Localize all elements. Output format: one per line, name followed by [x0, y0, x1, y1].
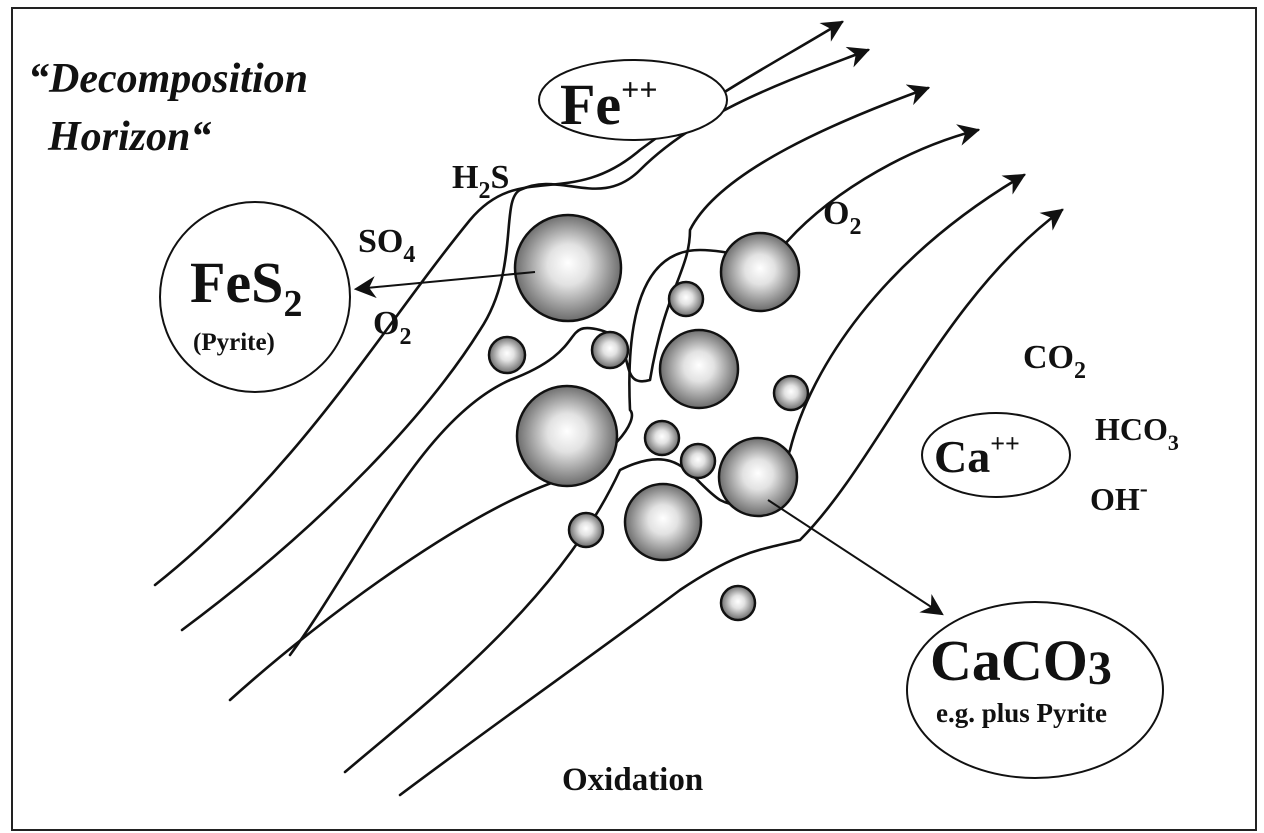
- o2-left-a: O: [373, 305, 399, 342]
- ca-label-group: Ca++: [921, 412, 1071, 498]
- ca-label: Ca++: [934, 429, 1020, 482]
- so4-label: SO4: [358, 223, 415, 268]
- sphere: [515, 384, 619, 488]
- sphere: [679, 442, 717, 480]
- pyrite-group: FeS2 (Pyrite): [159, 201, 351, 393]
- o2-upper-a: O: [823, 195, 849, 232]
- ca-sup: ++: [990, 429, 1020, 458]
- sphere: [567, 511, 605, 549]
- flow-line-3: [288, 84, 931, 657]
- co2-a: CO: [1023, 339, 1074, 376]
- co2-label: CO2: [1023, 339, 1086, 384]
- sphere: [487, 335, 527, 375]
- pyrite-label: (Pyrite): [193, 329, 275, 356]
- arrow-to-caco3: [767, 499, 944, 616]
- fe-label-group: Fe++: [538, 59, 728, 141]
- caco3-ellipse: [906, 601, 1164, 779]
- fe-sup: ++: [621, 71, 657, 107]
- sphere: [643, 419, 681, 457]
- o2-left-sub: 2: [399, 324, 411, 350]
- caco3-label: CaCO3: [930, 628, 1112, 695]
- spheres: [487, 213, 810, 622]
- ca-base: Ca: [934, 431, 990, 482]
- fe-base: Fe: [560, 72, 621, 137]
- oh-label: OH-: [1090, 476, 1148, 517]
- o2-upper-sub: 2: [849, 214, 861, 240]
- fes2-label: FeS2: [190, 250, 302, 325]
- sphere: [719, 584, 757, 622]
- caco3-group: CaCO3 e.g. plus Pyrite: [906, 601, 1164, 779]
- fe-label: Fe++: [560, 71, 658, 137]
- sphere: [590, 330, 630, 370]
- h2s-sub: 2: [478, 178, 490, 204]
- hco3-sub: 3: [1168, 430, 1179, 455]
- oh-sup: -: [1140, 476, 1148, 502]
- h2s-label: H2S: [452, 159, 509, 204]
- so4-sub: 4: [403, 242, 415, 268]
- hco3-label: HCO3: [1095, 411, 1179, 455]
- caco3-a: CaCO: [930, 628, 1088, 693]
- sphere: [772, 374, 810, 412]
- o2-upper-label: O2: [823, 195, 861, 240]
- caco3-sub: 3: [1088, 642, 1112, 695]
- oh-base: OH: [1090, 481, 1140, 517]
- co2-sub: 2: [1074, 358, 1086, 384]
- h2s-b: S: [490, 159, 509, 196]
- oxidation-label: Oxidation: [562, 762, 703, 798]
- h2s-a: H: [452, 159, 478, 196]
- flow-line-1: [153, 20, 844, 587]
- o2-left-label: O2: [373, 305, 411, 350]
- flow-line-5: [343, 173, 1026, 774]
- title-line-1: “Decomposition: [28, 56, 308, 102]
- so4-a: SO: [358, 223, 403, 260]
- sphere: [717, 436, 799, 518]
- fes2-sub: 2: [283, 283, 302, 325]
- sphere: [513, 213, 623, 323]
- sphere: [658, 328, 740, 410]
- sphere: [719, 231, 801, 313]
- pyrite-circle: [159, 201, 351, 393]
- fe-ellipse: [538, 59, 728, 141]
- sphere: [623, 482, 703, 562]
- fes2-a: FeS: [190, 250, 283, 315]
- sphere: [667, 280, 705, 318]
- arrow-to-pyrite: [353, 271, 536, 299]
- flow-line-4: [228, 124, 981, 702]
- caco3-note: e.g. plus Pyrite: [936, 698, 1107, 728]
- ca-ellipse: [921, 412, 1071, 498]
- title-line-2: Horizon“: [47, 114, 211, 160]
- hco3-a: HCO: [1095, 411, 1168, 447]
- diagram-border: [11, 7, 1257, 831]
- flow-line-6: [398, 208, 1064, 797]
